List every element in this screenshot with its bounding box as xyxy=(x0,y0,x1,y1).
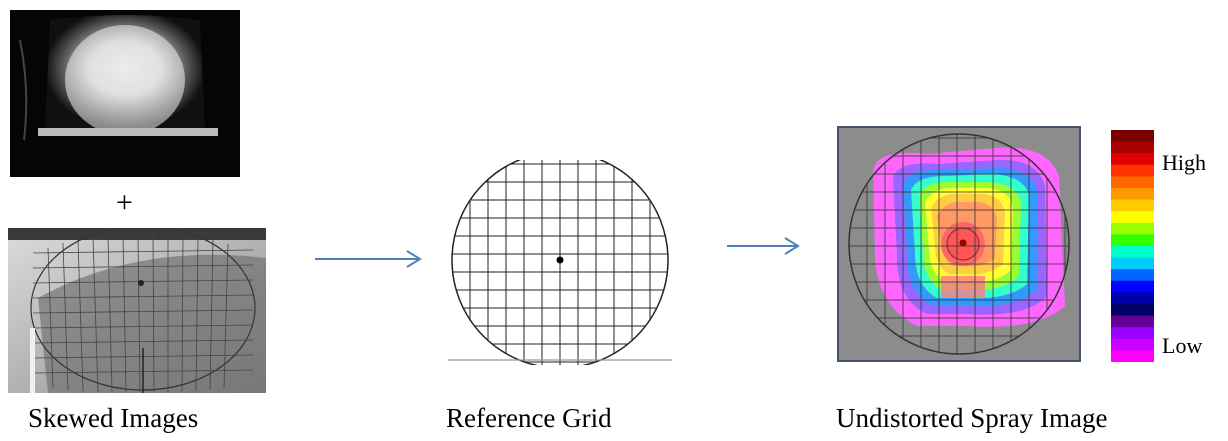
color-scale-swatch xyxy=(1111,130,1154,143)
color-scale-swatch xyxy=(1111,280,1154,293)
color-scale-swatch xyxy=(1111,188,1154,201)
skewed-spray-photo xyxy=(10,10,240,177)
caption-undistorted-spray-image: Undistorted Spray Image xyxy=(836,403,1108,433)
color-scale-swatch xyxy=(1111,141,1154,154)
color-scale-swatch xyxy=(1111,164,1154,177)
color-scale-swatch xyxy=(1111,211,1154,224)
color-scale-high-label: High xyxy=(1162,150,1206,175)
color-scale-swatch xyxy=(1111,327,1154,340)
color-scale-bar xyxy=(1111,130,1154,362)
color-scale-swatch xyxy=(1111,222,1154,235)
arrow-right-icon xyxy=(727,236,802,256)
caption-reference-grid: Reference Grid xyxy=(446,403,612,433)
color-scale-swatch xyxy=(1111,176,1154,189)
color-scale-low-label: Low xyxy=(1162,333,1203,358)
color-scale-swatch xyxy=(1111,257,1154,270)
reference-grid-diagram xyxy=(448,160,672,365)
color-scale-swatch xyxy=(1111,338,1154,351)
color-scale-swatch xyxy=(1111,350,1154,362)
plus-sign: + xyxy=(116,186,133,219)
color-scale-swatch xyxy=(1111,304,1154,317)
color-scale-swatch xyxy=(1111,315,1154,328)
color-scale-swatch xyxy=(1111,246,1154,259)
color-scale-swatch xyxy=(1111,234,1154,247)
color-scale-swatch xyxy=(1111,153,1154,166)
caption-skewed-images: Skewed Images xyxy=(28,403,199,433)
skewed-grid-photo xyxy=(8,228,266,393)
color-scale-swatch xyxy=(1111,292,1154,305)
color-scale-swatch xyxy=(1111,199,1154,212)
undistorted-spray-image xyxy=(837,126,1081,362)
arrow-right-icon xyxy=(315,249,425,269)
color-scale-swatch xyxy=(1111,269,1154,282)
